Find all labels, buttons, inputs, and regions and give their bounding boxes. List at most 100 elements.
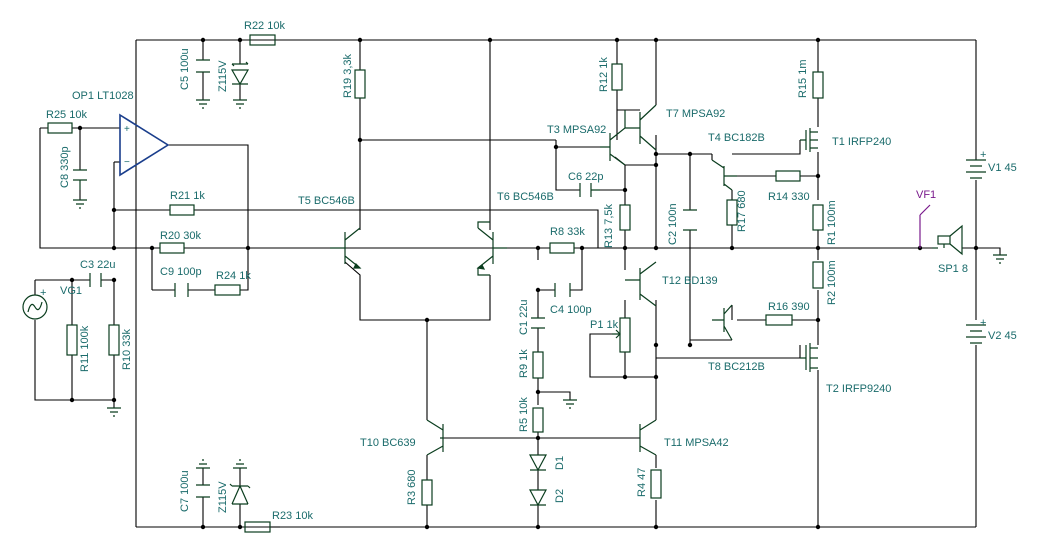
label-r16: R16 390 [768, 301, 810, 313]
diode-d1 [529, 454, 547, 472]
label-t2: T2 IRFP9240 [826, 383, 891, 395]
voltage-probe-vf1 [919, 204, 931, 248]
label-vf1: VF1 [916, 189, 936, 201]
label-z1: Z115V [217, 60, 229, 92]
capacitor-c1 [531, 317, 545, 329]
label-r2: R2 100m [826, 260, 838, 305]
svg-text:+: + [124, 124, 130, 135]
ground-z1 [233, 99, 247, 109]
label-t7: T7 MPSA92 [666, 108, 725, 120]
resistor-r10 [108, 324, 120, 356]
label-t11: T11 MPSA42 [664, 437, 729, 449]
transistor-t10 [426, 419, 444, 456]
label-t6: T6 BC546B [497, 191, 554, 203]
capacitor-c4 [554, 283, 571, 297]
capacitor-c6 [579, 183, 600, 197]
capacitor-c2 [683, 209, 697, 231]
batteries [966, 159, 986, 344]
battery-v2 [966, 324, 986, 344]
label-r15: R15 1m [797, 59, 809, 98]
label-plus-v2: + [980, 317, 986, 329]
resistor-r2 [812, 261, 824, 289]
label-r21: R21 1k [170, 190, 205, 202]
resistors [47, 34, 824, 533]
label-t10: T10 BC639 [360, 437, 416, 449]
resistor-r15 [812, 71, 824, 99]
label-z2: Z115V [217, 481, 229, 513]
resistor-r12 [611, 63, 623, 91]
capacitor-c3 [89, 273, 102, 287]
transistor-t8 [712, 304, 733, 341]
resistor-r19 [354, 69, 366, 99]
transistor-t7 [625, 104, 657, 151]
label-plus-vg: + [40, 287, 46, 299]
label-sp1: SP1 8 [938, 263, 968, 275]
label-d2: D2 [554, 489, 566, 503]
label-c4: C4 100p [550, 304, 592, 316]
resistor-r11 [66, 324, 78, 356]
grounds [73, 99, 1007, 469]
label-d1: D1 [554, 456, 566, 470]
label-r5: R5 10k [518, 397, 530, 432]
ground-c8 [73, 199, 87, 209]
opamp-op1: + − [119, 113, 170, 177]
label-r3: R3 680 [406, 470, 418, 505]
resistor-r17 [726, 199, 738, 226]
label-t1: T1 IRFP240 [832, 136, 891, 148]
speaker-sp1 [932, 224, 963, 256]
ground-c5 [196, 99, 210, 109]
resistor-r4 [650, 469, 662, 499]
label-r9: R9 1k [518, 349, 530, 378]
resistor-r5 [532, 407, 544, 433]
label-r13: R13 7,5k [603, 203, 615, 248]
transistor-t3 [600, 110, 626, 166]
label-op1: OP1 LT1028 [72, 90, 134, 102]
transistors [330, 104, 818, 456]
potentiometer-p1 [619, 317, 631, 353]
resistor-r23 [244, 521, 271, 533]
resistor-r24 [214, 284, 241, 296]
transistor-t2 [800, 343, 818, 372]
label-c7: C7 100u [179, 470, 191, 512]
capacitors [73, 59, 697, 498]
resistor-r14 [775, 170, 801, 182]
label-t4: T4 BC182B [708, 132, 765, 144]
label-c8: C8 330p [59, 146, 71, 188]
label-r17: R17 680 [736, 190, 748, 232]
label-v1: V1 45 [988, 162, 1017, 174]
transistor-t4 [711, 159, 737, 191]
transistor-t6 [476, 221, 507, 276]
ground-input [107, 407, 121, 417]
label-r19: R19 3,3k [342, 53, 354, 98]
label-t8: T8 BC212B [708, 361, 765, 373]
resistor-r22 [249, 34, 276, 46]
capacitor-c8 [73, 169, 87, 190]
ground-c7 [196, 459, 210, 469]
label-c9: C9 100p [160, 266, 202, 278]
label-r1: R1 100m [826, 200, 838, 245]
transistor-t1 [800, 128, 818, 152]
wires [34, 39, 1001, 528]
label-plus-v1: + [980, 149, 986, 161]
capacitor-c9 [174, 283, 189, 297]
label-t3: T3 MPSA92 [547, 124, 606, 136]
diode-d2 [529, 489, 547, 507]
resistor-r3 [421, 479, 433, 506]
label-t5: T5 BC546B [298, 195, 355, 207]
label-r24: R24 1k [216, 270, 251, 282]
capacitor-c7 [196, 484, 210, 498]
resistor-r25 [47, 122, 73, 134]
transistor-t11 [639, 419, 657, 456]
label-r22: R22 10k [244, 20, 285, 32]
junctions [69, 37, 979, 530]
capacitor-c5 [196, 59, 210, 73]
label-c6: C6 22p [568, 171, 603, 183]
transistor-t12 [625, 261, 657, 307]
resistor-r1 [812, 204, 824, 231]
resistor-r9 [532, 351, 544, 379]
label-r12: R12 1k [598, 57, 610, 92]
label-r4: R4 47 [636, 468, 648, 497]
diodes [529, 454, 547, 507]
zener-z2 [229, 483, 251, 505]
